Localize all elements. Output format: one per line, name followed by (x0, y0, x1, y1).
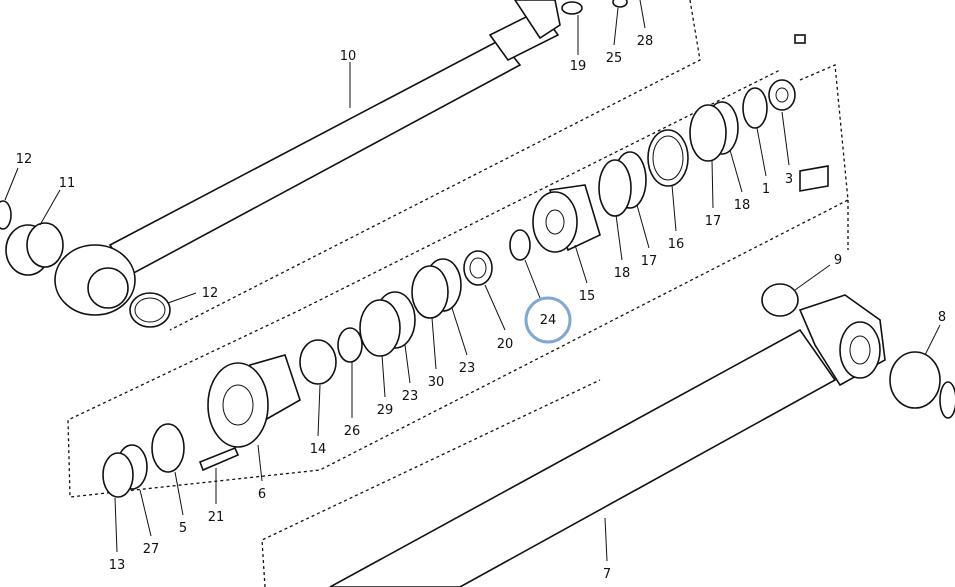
callout-17: 17 (641, 254, 658, 269)
cylinder-head-6 (207, 354, 301, 448)
cylinder-tube (329, 165, 886, 587)
piston-15 (532, 184, 601, 253)
grease-fitting (794, 34, 806, 44)
dashed-group-outline-middle (67, 64, 849, 498)
callout-16: 16 (668, 237, 685, 252)
callout-25: 25 (606, 51, 623, 66)
nut-3 (768, 79, 796, 111)
seal-12-left (0, 200, 12, 230)
callout-13: 13 (109, 558, 126, 573)
highlight-ring-24 (524, 296, 572, 344)
callout-6: 6 (258, 487, 266, 502)
callout-21: 21 (208, 510, 225, 525)
snap-ring-26 (337, 327, 363, 363)
leader-lines (4, 0, 941, 562)
callout-17: 17 (705, 214, 722, 229)
callout-20: 20 (497, 337, 514, 352)
callout-10: 10 (340, 49, 357, 64)
callout-29: 29 (377, 403, 394, 418)
bushing-8 (889, 351, 941, 409)
callout-12: 12 (202, 286, 219, 301)
part-19 (561, 1, 583, 15)
callout-8: 8 (938, 310, 946, 325)
piston-rod (54, 0, 561, 316)
seal-17 (689, 104, 727, 162)
ring-16 (647, 129, 689, 187)
callout-12: 12 (16, 152, 33, 167)
callout-28: 28 (637, 34, 654, 49)
part-25 (612, 0, 628, 8)
ring-5 (151, 423, 185, 473)
bushing-14 (299, 339, 337, 385)
bolt-21 (198, 446, 240, 472)
ring-30 (411, 265, 449, 319)
seal-9 (761, 283, 799, 317)
callout-23: 23 (459, 361, 476, 376)
callout-5: 5 (179, 521, 187, 536)
callout-3: 3 (785, 172, 793, 187)
callout-labels: 10 19 25 28 12 11 12 31 18 17 16 17 18 15 24 20 23 30 23 29… (16, 34, 946, 582)
nut-20 (463, 250, 493, 286)
dashed-group-outline-lower (261, 200, 849, 587)
callout-24: 24 (540, 313, 557, 328)
callout-9: 9 (834, 253, 842, 268)
ring-29 (359, 299, 401, 357)
callout-23: 23 (402, 389, 419, 404)
callout-26: 26 (344, 424, 361, 439)
ring-13 (102, 452, 134, 498)
callout-11: 11 (59, 176, 76, 191)
callout-7: 7 (603, 567, 611, 582)
dashed-group-outline-upper (169, 0, 701, 331)
seal-18b (598, 159, 632, 217)
callout-15: 15 (579, 289, 596, 304)
oring-24 (509, 229, 531, 261)
callout-1: 1 (762, 182, 770, 197)
callout-14: 14 (310, 442, 327, 457)
callout-27: 27 (143, 542, 160, 557)
callout-30: 30 (428, 375, 445, 390)
callout-18: 18 (734, 198, 751, 213)
callout-19: 19 (570, 59, 587, 74)
callout-18: 18 (614, 266, 631, 281)
washer-1 (742, 87, 768, 129)
